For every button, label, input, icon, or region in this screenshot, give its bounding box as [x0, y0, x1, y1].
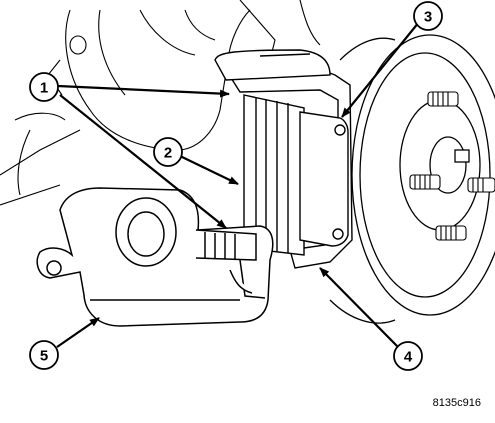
callout-3: 3 — [413, 1, 443, 31]
wheel-stud — [427, 91, 459, 107]
leader-lines — [56, 21, 420, 348]
callout-2: 2 — [153, 137, 183, 167]
leader-line-5 — [56, 317, 100, 348]
wheel-stud — [467, 177, 495, 193]
leader-line-3 — [341, 21, 420, 118]
callout-5: 5 — [29, 340, 59, 370]
figure-code: 8135c916 — [432, 397, 481, 409]
caliper-body — [36, 187, 274, 327]
leader-line-1a — [57, 84, 230, 98]
callout-2-number: 2 — [164, 145, 172, 162]
callout-4: 4 — [393, 341, 423, 371]
callout-4-number: 4 — [404, 349, 413, 366]
brake-pad-rotor — [243, 94, 349, 256]
leader-line-1b — [59, 94, 227, 229]
callout-3-number: 3 — [424, 9, 432, 26]
wheel-stud — [435, 225, 467, 241]
caliper-adapter — [214, 49, 353, 269]
callout-1: 1 — [29, 72, 59, 102]
leader-line-4 — [319, 267, 399, 348]
callout-5-number: 5 — [40, 348, 48, 365]
leader-line-2 — [179, 155, 239, 185]
wheel-studs — [409, 91, 495, 241]
wheel-stud — [409, 174, 441, 190]
callout-1-number: 1 — [40, 80, 48, 97]
